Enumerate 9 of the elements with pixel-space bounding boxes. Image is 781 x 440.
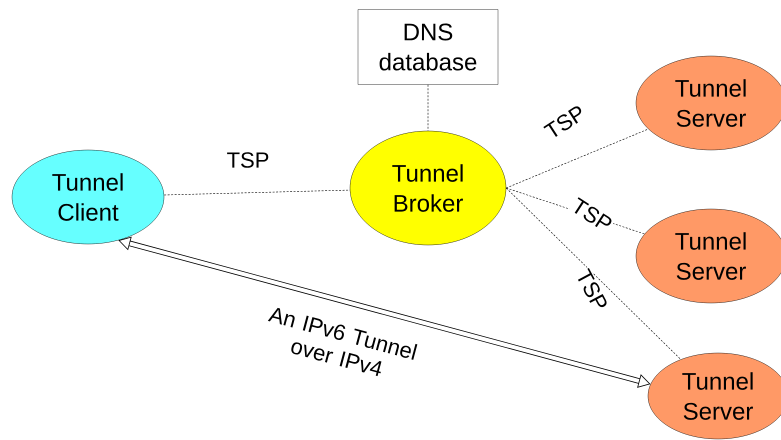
edge-label: TSP	[568, 195, 616, 235]
dashed-line	[506, 188, 682, 360]
dashed-line	[164, 190, 350, 196]
edge-label: TSP	[541, 102, 589, 142]
edge-label: TSP	[574, 266, 610, 314]
database-box: DNS database	[358, 9, 498, 85]
edge-label: An IPv6 Tunnel over IPv4	[236, 298, 444, 392]
edge-label: TSP	[226, 151, 270, 169]
dashed-line	[506, 128, 649, 188]
